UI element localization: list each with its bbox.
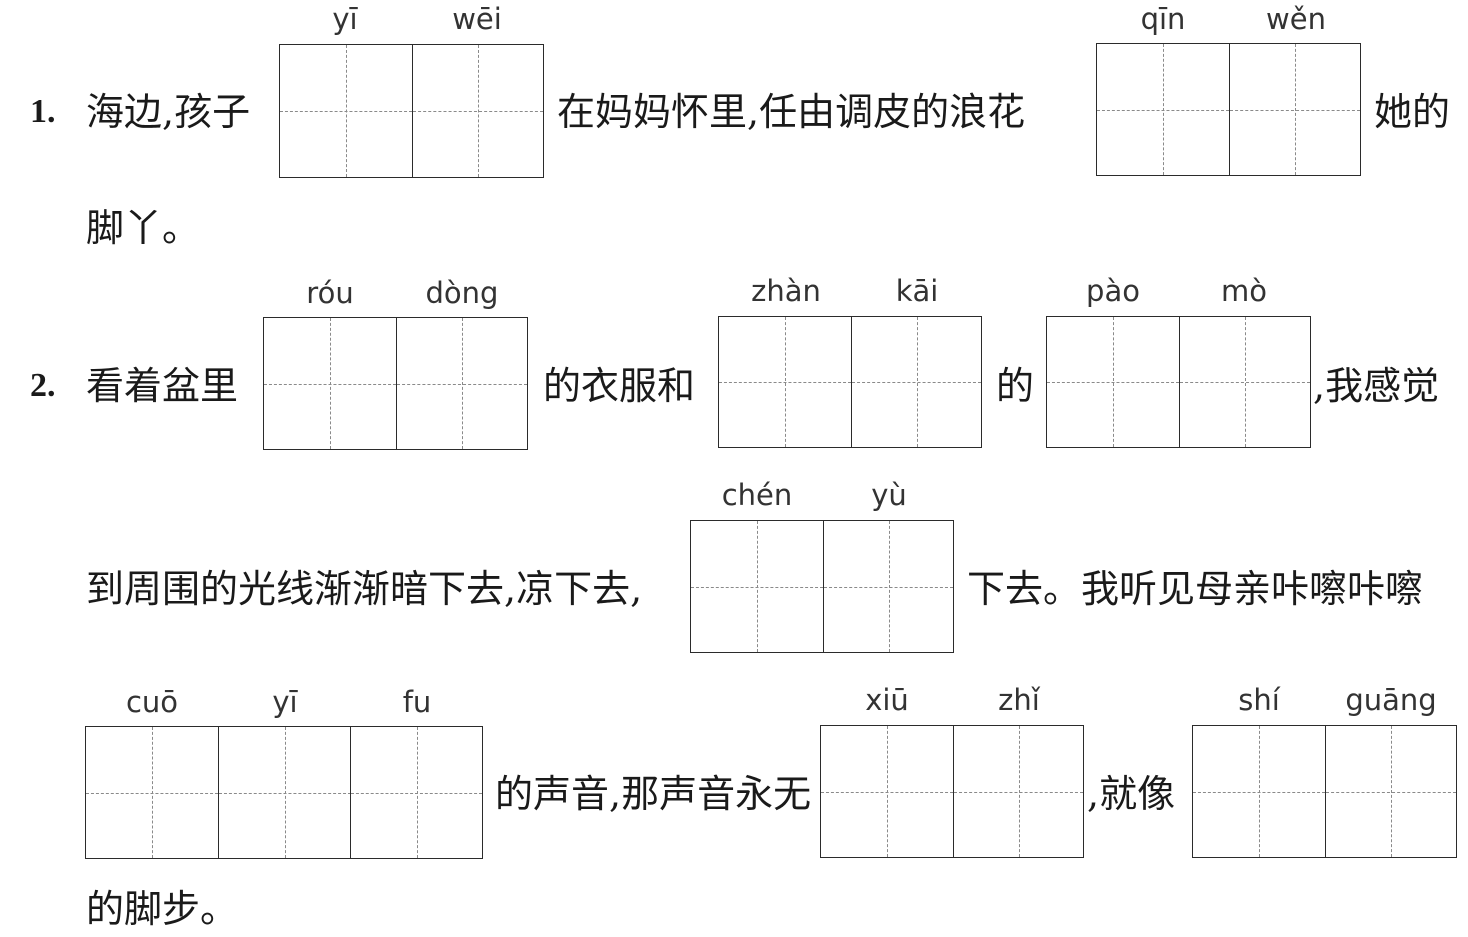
q2-answer-box-5[interactable] bbox=[85, 726, 483, 859]
pinyin-label: dòng bbox=[425, 276, 499, 310]
q2-text-1: 看着盆里 bbox=[86, 364, 239, 408]
char-cell[interactable] bbox=[264, 318, 396, 449]
pinyin-label: yī bbox=[332, 2, 358, 36]
q1-answer-box-2[interactable] bbox=[1096, 43, 1361, 176]
q2-text-3: 的 bbox=[996, 364, 1035, 408]
char-cell[interactable] bbox=[851, 317, 981, 447]
pinyin-label: zhàn bbox=[751, 274, 821, 308]
pinyin-label: xiū bbox=[865, 683, 909, 717]
pinyin-label: cuō bbox=[125, 685, 179, 719]
q1-text-2: 在妈妈怀里,任由调皮的浪花 bbox=[557, 90, 1026, 134]
q1-text-4: 脚丫。 bbox=[86, 206, 201, 250]
q2-text-9: 的脚步。 bbox=[86, 887, 239, 931]
pinyin-label: zhǐ bbox=[998, 683, 1040, 717]
char-cell[interactable] bbox=[1229, 44, 1360, 175]
char-cell[interactable] bbox=[953, 726, 1083, 857]
pinyin-label: shí bbox=[1238, 683, 1280, 717]
pinyin-label: yī bbox=[272, 685, 298, 719]
char-cell[interactable] bbox=[821, 726, 953, 857]
char-cell[interactable] bbox=[1193, 726, 1325, 857]
q2-text-6: 下去。我听见母亲咔嚓咔嚓 bbox=[967, 567, 1424, 611]
q1-text-1: 海边,孩子 bbox=[86, 90, 251, 134]
q2-answer-box-7[interactable] bbox=[1192, 725, 1457, 858]
pinyin-label: pào bbox=[1086, 274, 1140, 308]
q2-answer-box-6[interactable] bbox=[820, 725, 1084, 858]
q2-answer-box-4[interactable] bbox=[690, 520, 954, 653]
char-cell[interactable] bbox=[1047, 317, 1179, 447]
q2-answer-box-3[interactable] bbox=[1046, 316, 1311, 448]
pinyin-label: wēi bbox=[452, 2, 502, 36]
pinyin-label: yù bbox=[871, 478, 907, 512]
pinyin-label: mò bbox=[1221, 274, 1267, 308]
char-cell[interactable] bbox=[86, 727, 218, 858]
char-cell[interactable] bbox=[691, 521, 823, 652]
char-cell[interactable] bbox=[1097, 44, 1229, 175]
pinyin-label: róu bbox=[306, 276, 354, 310]
q2-text-2: 的衣服和 bbox=[543, 364, 696, 408]
question-1-number: 1. bbox=[30, 93, 56, 130]
char-cell[interactable] bbox=[218, 727, 351, 858]
q2-text-4: ,我感觉 bbox=[1313, 364, 1440, 408]
pinyin-label: fu bbox=[402, 685, 432, 719]
char-cell[interactable] bbox=[719, 317, 851, 447]
q2-text-7: 的声音,那声音永无 bbox=[495, 772, 812, 816]
char-cell[interactable] bbox=[396, 318, 527, 449]
char-cell[interactable] bbox=[1179, 317, 1310, 447]
question-2-number: 2. bbox=[30, 367, 56, 404]
pinyin-label: kāi bbox=[895, 274, 939, 308]
pinyin-label: chén bbox=[721, 478, 793, 512]
q2-answer-box-1[interactable] bbox=[263, 317, 528, 450]
char-cell[interactable] bbox=[350, 727, 482, 858]
char-cell[interactable] bbox=[412, 45, 543, 177]
char-cell[interactable] bbox=[1325, 726, 1456, 857]
q1-answer-box-1[interactable] bbox=[279, 44, 544, 178]
q2-answer-box-2[interactable] bbox=[718, 316, 982, 448]
pinyin-label: guāng bbox=[1345, 683, 1437, 717]
q2-text-5: 到周围的光线渐渐暗下去,凉下去, bbox=[86, 567, 643, 611]
pinyin-label: wěn bbox=[1266, 2, 1326, 36]
char-cell[interactable] bbox=[280, 45, 412, 177]
q1-text-3: 她的 bbox=[1374, 90, 1451, 134]
q2-text-8: ,就像 bbox=[1087, 772, 1176, 816]
char-cell[interactable] bbox=[823, 521, 953, 652]
pinyin-label: qīn bbox=[1140, 2, 1186, 36]
